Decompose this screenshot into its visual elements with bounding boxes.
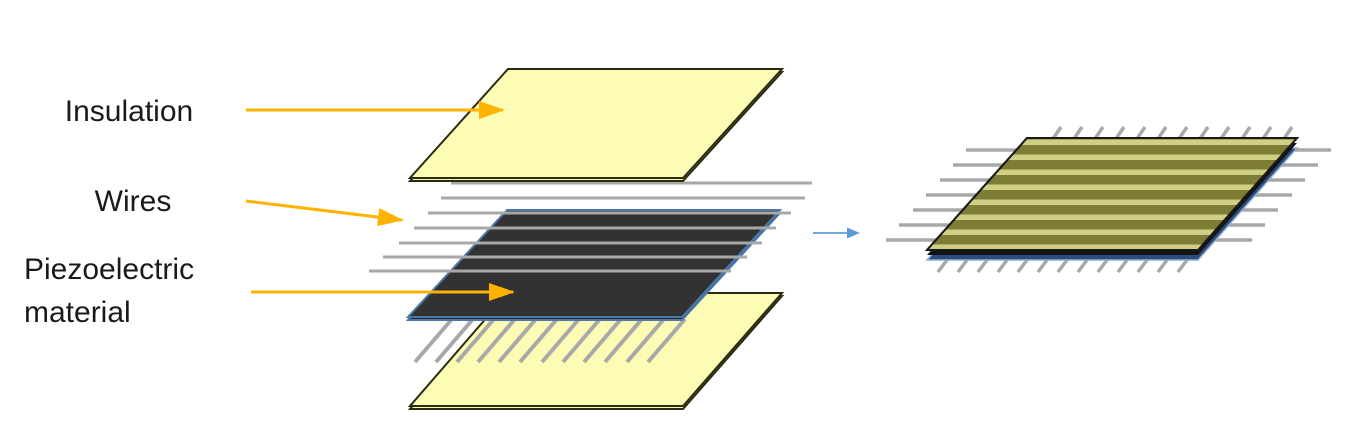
callouts: Insulation Wires Piezoelectric material: [24, 95, 515, 329]
exploded-view: [369, 68, 812, 410]
insulation-bottom-plate: [407, 292, 785, 410]
stripe: [927, 139, 1297, 145]
wires-label: Wires: [95, 185, 172, 218]
stripe: [927, 184, 1297, 190]
wire: [455, 317, 496, 364]
insulation-label: Insulation: [65, 95, 193, 128]
wire: [413, 317, 454, 364]
wire: [518, 317, 559, 364]
stripe: [927, 229, 1297, 235]
insulation-top-plate-face: [407, 68, 785, 179]
wire: [540, 317, 581, 364]
wire: [625, 317, 666, 364]
wire: [476, 317, 517, 364]
stripe: [927, 214, 1297, 220]
piezo-label-line1: Piezoelectric: [24, 253, 194, 286]
wire: [603, 317, 644, 364]
wire: [561, 317, 602, 364]
stripe: [927, 154, 1297, 160]
wires-arrow: [245, 199, 404, 227]
assembled-view: [886, 126, 1331, 274]
stripe: [927, 199, 1297, 205]
assembled-stripes: [927, 139, 1297, 250]
lower-wires-group: [413, 317, 687, 364]
wire: [497, 317, 538, 364]
wire: [646, 317, 687, 364]
stripe: [927, 169, 1297, 175]
wire: [434, 317, 475, 364]
wire: [582, 317, 623, 364]
stripe: [927, 244, 1297, 250]
piezo-label-line2: material: [24, 296, 131, 329]
assembled-face-outline: [924, 137, 1300, 251]
upper-wires-group: [369, 181, 812, 273]
insulation-top-plate: [407, 68, 785, 182]
